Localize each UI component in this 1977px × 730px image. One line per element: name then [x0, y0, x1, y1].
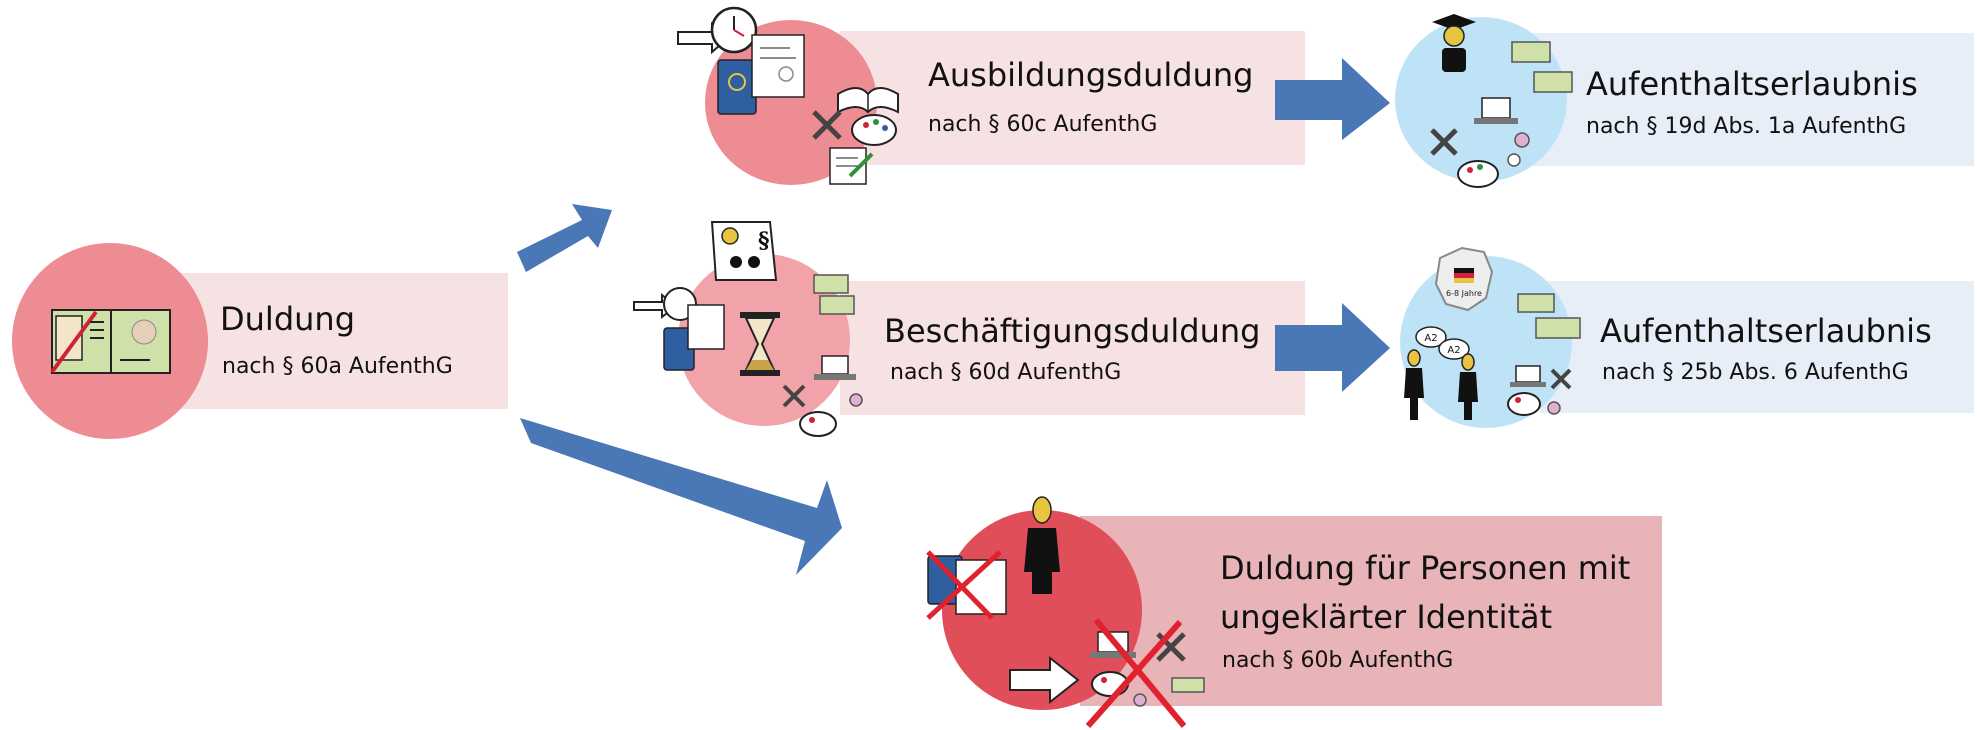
section-symbol-label: § [758, 228, 770, 254]
beschaeftigung-box [840, 281, 1305, 415]
tools-icon [1550, 368, 1572, 390]
germany-map-icon: 6-8 Jahre [1434, 246, 1494, 312]
person-icon [1458, 353, 1478, 420]
ungeklaert-title-line2: ungeklärter Identität [1220, 598, 1553, 636]
language-level-label: A2 [1424, 333, 1437, 344]
aufenthalt2-box [1540, 281, 1974, 413]
contract-icon: § [710, 221, 778, 281]
money-icon [813, 274, 855, 315]
money-icon [1171, 677, 1205, 693]
palette-icon [1507, 392, 1541, 416]
care-icon [1133, 693, 1147, 707]
tools-icon [782, 384, 806, 408]
speech-bubble-icon: A2 A2 [1415, 326, 1470, 360]
arrow-to-ungeklaert-icon [520, 418, 842, 575]
duldung-title: Duldung [220, 300, 355, 338]
aufenthalt2-sub: nach § 25b Abs. 6 AufenthG [1602, 360, 1909, 385]
passport-icon [717, 34, 805, 115]
money-icon [1511, 41, 1573, 93]
money-icon [1517, 293, 1581, 339]
palette-icon [1457, 160, 1499, 188]
passport-icon [663, 304, 725, 371]
arrow-to-ausbildung-icon [517, 204, 612, 272]
ausbildung-box [840, 31, 1305, 165]
arrow-beschaeftigung-to-aufenthalt2-icon [1275, 303, 1390, 392]
clock-icon [633, 287, 697, 321]
care-icon [1547, 401, 1561, 415]
laptop-icon [1510, 365, 1546, 387]
duldung-box [150, 273, 508, 409]
tools-icon [1156, 632, 1186, 662]
laptop-icon [814, 355, 856, 380]
ungeklaert-box [1080, 516, 1662, 706]
ungeklaert-title-line1: Duldung für Personen mit [1220, 549, 1631, 587]
hourglass-icon [740, 312, 780, 376]
arrow-ausbildung-to-aufenthalt1-icon [1275, 58, 1390, 140]
language-level-label: A2 [1447, 345, 1460, 356]
open-book-icon [837, 87, 899, 114]
tools-icon [812, 110, 842, 140]
tolerance-document-icon [50, 309, 171, 374]
laptop-icon [1474, 97, 1518, 124]
ausbildung-sub: nach § 60c AufenthG [928, 112, 1158, 137]
care-icon [849, 393, 863, 407]
beschaeftigung-sub: nach § 60d AufenthG [890, 360, 1122, 385]
palette-icon [799, 411, 837, 437]
arrow-right-icon [1009, 655, 1080, 705]
ausbildung-title: Ausbildungsduldung [928, 56, 1254, 94]
writing-paper-icon [829, 147, 874, 185]
ungeklaert-sub: nach § 60b AufenthG [1222, 648, 1454, 673]
aufenthalt1-box [1520, 33, 1974, 166]
crossed-passport-icon [926, 550, 1007, 620]
care-icon [1507, 132, 1530, 167]
work-cross-icon [1085, 618, 1187, 728]
aufenthalt1-sub: nach § 19d Abs. 1a AufenthG [1586, 114, 1907, 139]
aufenthalt2-title: Aufenthaltserlaubnis [1600, 312, 1932, 350]
palette-icon [851, 114, 897, 146]
germany-years-label: 6-8 Jahre [1446, 289, 1482, 298]
person-icon [1024, 496, 1060, 594]
duldung-sub: nach § 60a AufenthG [222, 354, 453, 379]
aufenthalt1-title: Aufenthaltserlaubnis [1586, 65, 1918, 103]
person-icon [1404, 349, 1424, 420]
beschaeftigung-title: Beschäftigungsduldung [884, 312, 1261, 350]
tools-icon [1430, 128, 1458, 156]
graduate-icon [1432, 14, 1476, 72]
clock-icon [677, 6, 758, 55]
